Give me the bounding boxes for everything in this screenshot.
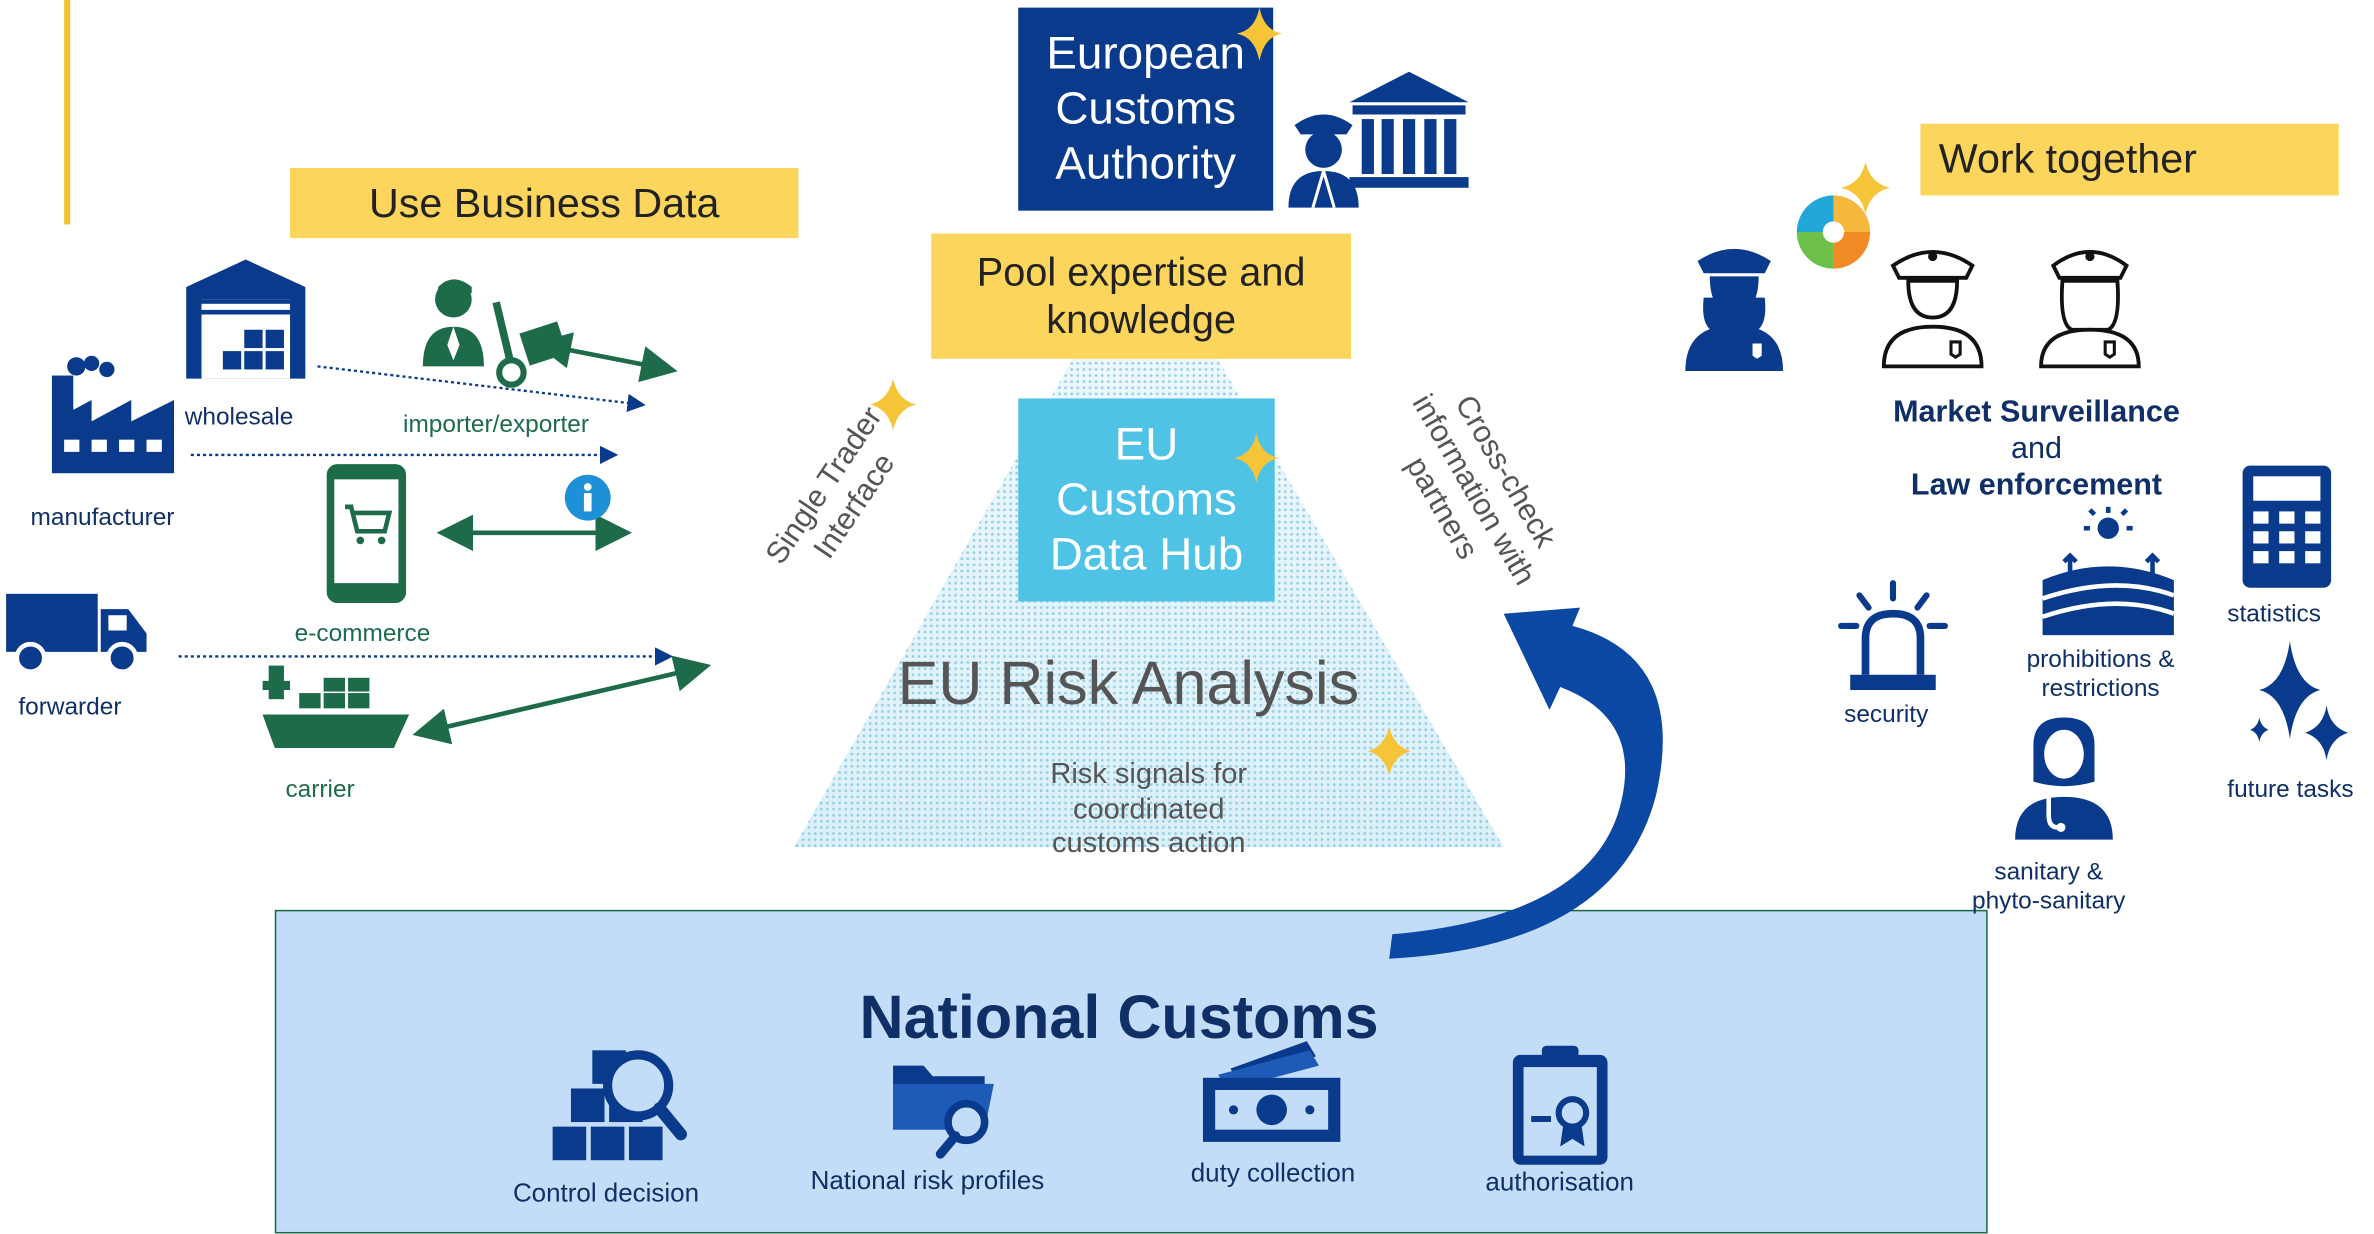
market-line-1: Market Surveillance [1893,395,2180,429]
market-line-2: and [2011,432,2062,466]
importer-exporter-label: importer/exporter [403,412,590,439]
use-business-data-heading: Use Business Data [290,167,799,239]
info-icon [564,474,611,521]
folder-search-icon [893,1065,994,1159]
factory-icon [51,355,175,474]
pool-line-2: knowledge [1046,296,1237,342]
fields-icon [2041,506,2175,636]
warehouse-icon [186,259,306,379]
statistics-label: statistics [2227,601,2321,628]
risk-analysis-title: EU Risk Analysis [897,650,1360,718]
sanitary-line-2: phyto-sanitary [1971,888,2126,915]
sparkle-icon [2250,641,2348,761]
siren-icon [1838,580,1948,691]
control-decision-label: Control decision [512,1178,700,1208]
officer-icon [1881,249,1984,369]
cash-icon [1202,1041,1341,1142]
hub-line-1: EU [1114,419,1179,470]
officer-icon [2039,249,2141,369]
cargo-ship-icon [262,665,410,749]
work-together-text: Work together [1938,136,2197,183]
market-line-3: Law enforcement [1910,468,2163,503]
customs-building-icon [1349,71,1469,188]
importer-person-icon [422,279,568,388]
authority-line-3: Authority [1055,138,1237,189]
risk-sub-2: coordinated [1072,793,1225,826]
data-hub-box: EU Customs Data Hub [1018,398,1275,602]
prohibitions-label: prohibitions & restrictions [2000,644,2202,705]
risk-sub-3: customs action [1052,828,1246,861]
wholesale-label: wholesale [184,404,294,431]
boxes-magnifier-icon [552,1050,687,1161]
forwarder-label: forwarder [18,694,122,721]
accent-bar [64,0,71,225]
officer-icon [1685,248,1784,371]
authorisation-label: authorisation [1485,1167,1634,1197]
market-surveillance-text: Market Surveillance and Law enforcement [1859,389,2213,508]
carrier-label: carrier [285,777,355,803]
officer-icon [1288,114,1359,209]
risk-signals-text: Risk signals for coordinated customs act… [992,751,1305,870]
sanitary-label: sanitary & phyto-sanitary [1957,855,2140,919]
european-customs-authority-box: European Customs Authority [1018,7,1274,211]
pool-expertise-box: Pool expertise and knowledge [931,233,1352,359]
pie-chart-icon [1796,195,1871,269]
authority-line-2: Customs [1055,83,1237,134]
authority-line-1: European [1046,28,1246,79]
e-commerce-label: e-commerce [294,621,431,648]
future-tasks-label: future tasks [2227,777,2354,803]
national-risk-profiles-label: National risk profiles [810,1166,1045,1196]
security-label: security [1844,702,1929,729]
manufacturer-label: manufacturer [30,505,175,532]
duty-collection-label: duty collection [1190,1158,1356,1188]
doctor-icon [2015,717,2113,840]
pool-line-1: Pool expertise and [976,248,1306,295]
work-together-heading: Work together [1920,123,2339,196]
national-customs-title: National Customs [859,984,1379,1052]
risk-sub-1: Risk signals for [1050,758,1248,791]
hub-line-2: Customs [1056,474,1237,525]
calculator-icon [2242,465,2332,588]
truck-icon [6,593,147,674]
clipboard-certificate-icon [1512,1045,1608,1165]
smartphone-cart-icon [326,464,407,604]
hub-line-3: Data Hub [1049,528,1244,580]
prohibitions-line-2: restrictions [2041,676,2160,703]
prohibitions-line-1: prohibitions & [2026,646,2175,673]
sanitary-line-1: sanitary & [1994,859,2103,886]
